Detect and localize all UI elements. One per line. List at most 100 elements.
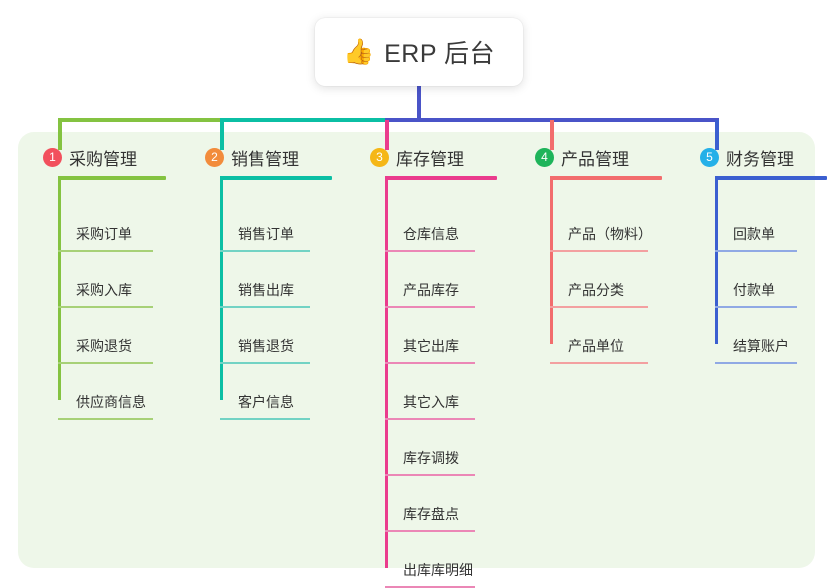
branch-number-badge: 4 — [535, 147, 554, 167]
branch-underline — [220, 176, 332, 180]
leaf-underline — [58, 362, 153, 364]
leaf-label: 产品分类 — [568, 282, 624, 298]
branch-drop-2 — [220, 120, 224, 150]
leaf-label: 供应商信息 — [76, 394, 146, 410]
branch-title: 销售管理 — [231, 149, 299, 169]
leaf-label: 其它出库 — [403, 338, 459, 354]
leaf-underline — [715, 250, 797, 252]
leaf-item[interactable]: 采购入库 — [58, 252, 153, 308]
leaf-underline — [58, 418, 153, 420]
branch-header-2[interactable]: 2 销售管理 — [202, 144, 332, 170]
leaf-label: 其它入库 — [403, 394, 459, 410]
leaf-item[interactable]: 供应商信息 — [58, 364, 153, 420]
leaf-label: 采购退货 — [76, 338, 132, 354]
leaf-item[interactable]: 销售出库 — [220, 252, 310, 308]
leaf-underline — [550, 362, 648, 364]
leaf-item[interactable]: 客户信息 — [220, 364, 310, 420]
leaf-label: 产品（物料） — [568, 226, 652, 242]
branch-2[interactable]: 2 销售管理 — [202, 144, 332, 180]
branch-header-5[interactable]: 5 财务管理 — [697, 144, 827, 170]
connector-segment-1 — [58, 118, 224, 122]
leaf-item[interactable]: 库存调拨 — [385, 420, 475, 476]
root-connector-stem — [417, 86, 421, 120]
branch-underline — [550, 176, 662, 180]
leaf-item[interactable]: 其它出库 — [385, 308, 475, 364]
root-node-label: ERP 后台 — [384, 40, 496, 68]
leaf-underline — [385, 530, 475, 532]
branch-spine-1 — [58, 176, 61, 400]
leaf-label: 产品单位 — [568, 338, 624, 354]
leaf-label: 付款单 — [733, 282, 775, 298]
leaf-underline — [220, 418, 310, 420]
leaf-label: 销售退货 — [238, 338, 294, 354]
branch-drop-1 — [58, 120, 62, 150]
leaf-underline — [385, 306, 475, 308]
leaf-item[interactable]: 采购退货 — [58, 308, 153, 364]
root-node-card[interactable]: 👍 ERP 后台 — [315, 18, 523, 86]
leaf-item[interactable]: 库存盘点 — [385, 476, 475, 532]
leaf-underline — [715, 362, 797, 364]
leaf-item[interactable]: 其它入库 — [385, 364, 475, 420]
branch-drop-4 — [550, 120, 554, 150]
leaf-underline — [220, 362, 310, 364]
branch-number-badge: 2 — [205, 147, 224, 167]
branch-number-badge: 1 — [43, 147, 62, 167]
branch-title: 产品管理 — [561, 149, 629, 169]
leaf-label: 采购订单 — [76, 226, 132, 242]
leaf-underline — [385, 250, 475, 252]
leaf-item[interactable]: 产品分类 — [550, 252, 648, 308]
leaf-label: 库存调拨 — [403, 450, 459, 466]
leaf-underline — [58, 306, 153, 308]
leaf-label: 产品库存 — [403, 282, 459, 298]
leaf-underline — [550, 306, 648, 308]
branch-number-badge: 3 — [370, 147, 389, 167]
leaf-label: 结算账户 — [733, 338, 789, 354]
leaf-item[interactable]: 产品单位 — [550, 308, 648, 364]
branch-drop-5 — [715, 120, 719, 150]
leaf-item[interactable]: 产品库存 — [385, 252, 475, 308]
leaf-label: 出库库明细 — [403, 562, 473, 578]
leaf-label: 采购入库 — [76, 282, 132, 298]
branch-header-3[interactable]: 3 库存管理 — [367, 144, 497, 170]
branch-5[interactable]: 5 财务管理 — [697, 144, 827, 180]
branch-spine-5 — [715, 176, 718, 344]
leaf-underline — [715, 306, 797, 308]
leaf-label: 库存盘点 — [403, 506, 459, 522]
connector-segment-2 — [220, 118, 389, 122]
branch-title: 财务管理 — [726, 149, 794, 169]
leaf-underline — [385, 474, 475, 476]
leaf-item[interactable]: 仓库信息 — [385, 196, 475, 252]
branch-spine-4 — [550, 176, 553, 344]
branch-drop-3 — [385, 120, 389, 150]
leaf-item[interactable]: 付款单 — [715, 252, 797, 308]
branch-underline — [58, 176, 166, 180]
thumbs-up-emoji: 👍 — [342, 37, 375, 66]
leaf-underline — [58, 250, 153, 252]
branch-number-badge: 5 — [700, 147, 719, 167]
leaf-underline — [385, 362, 475, 364]
branch-underline — [715, 176, 827, 180]
leaf-item[interactable]: 采购订单 — [58, 196, 153, 252]
branch-3[interactable]: 3 库存管理 — [367, 144, 497, 180]
branch-title: 库存管理 — [396, 149, 464, 169]
leaf-label: 销售出库 — [238, 282, 294, 298]
branch-header-4[interactable]: 4 产品管理 — [532, 144, 662, 170]
leaf-item[interactable]: 产品（物料） — [550, 196, 652, 252]
leaf-label: 仓库信息 — [403, 226, 459, 242]
leaf-label: 客户信息 — [238, 394, 294, 410]
leaf-item[interactable]: 销售订单 — [220, 196, 310, 252]
branch-underline — [385, 176, 497, 180]
leaf-item[interactable]: 销售退货 — [220, 308, 310, 364]
leaf-item[interactable]: 结算账户 — [715, 308, 797, 364]
leaf-underline — [550, 250, 648, 252]
leaf-underline — [220, 250, 310, 252]
leaf-underline — [385, 418, 475, 420]
leaf-item[interactable]: 出库库明细 — [385, 532, 475, 588]
leaf-item[interactable]: 回款单 — [715, 196, 797, 252]
leaf-label: 销售订单 — [238, 226, 294, 242]
branch-spine-3 — [385, 176, 388, 568]
branch-4[interactable]: 4 产品管理 — [532, 144, 662, 180]
